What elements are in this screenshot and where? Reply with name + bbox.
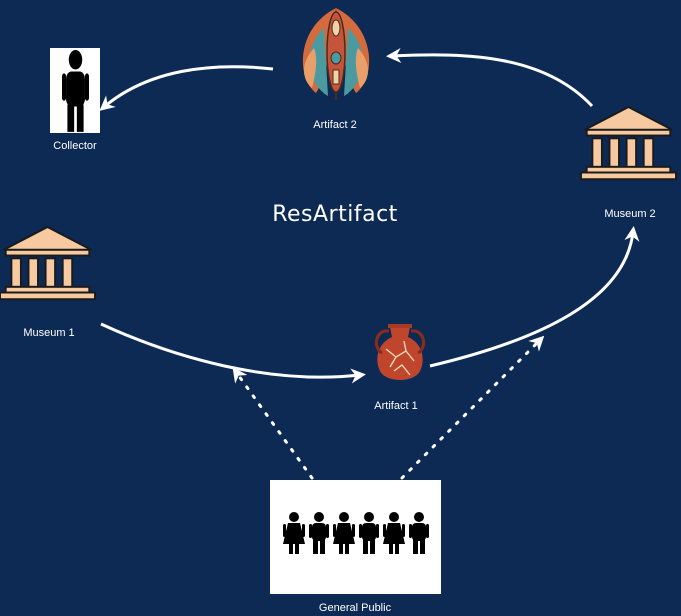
collector-label: Collector <box>53 140 97 152</box>
museum-2-label: Museum 2 <box>604 208 656 220</box>
arrow-artifact1-to-museum2 <box>429 226 640 368</box>
museum-2-icon <box>580 106 677 181</box>
museum-1-label: Museum 1 <box>23 327 75 339</box>
general-public-label: General Public <box>318 602 392 614</box>
artifact-2-label: Artifact 2 <box>313 119 357 131</box>
feather-artifact-icon <box>302 8 370 100</box>
collector-node <box>50 48 100 133</box>
arrow-artifact2-to-collector <box>99 65 274 111</box>
arrow-museum1-to-artifact1 <box>100 322 366 384</box>
vase-icon <box>374 324 426 380</box>
dotted-arrow-public-to-museum1-path <box>232 367 314 480</box>
general-public-node <box>270 480 441 594</box>
artifact-1-label: Artifact 1 <box>374 400 418 412</box>
arrow-museum2-to-artifact2 <box>386 48 594 108</box>
diagram-title: ResArtifact <box>272 202 398 227</box>
dotted-arrow-public-to-artifact1-path <box>400 335 545 480</box>
museum-1-icon <box>0 226 96 301</box>
